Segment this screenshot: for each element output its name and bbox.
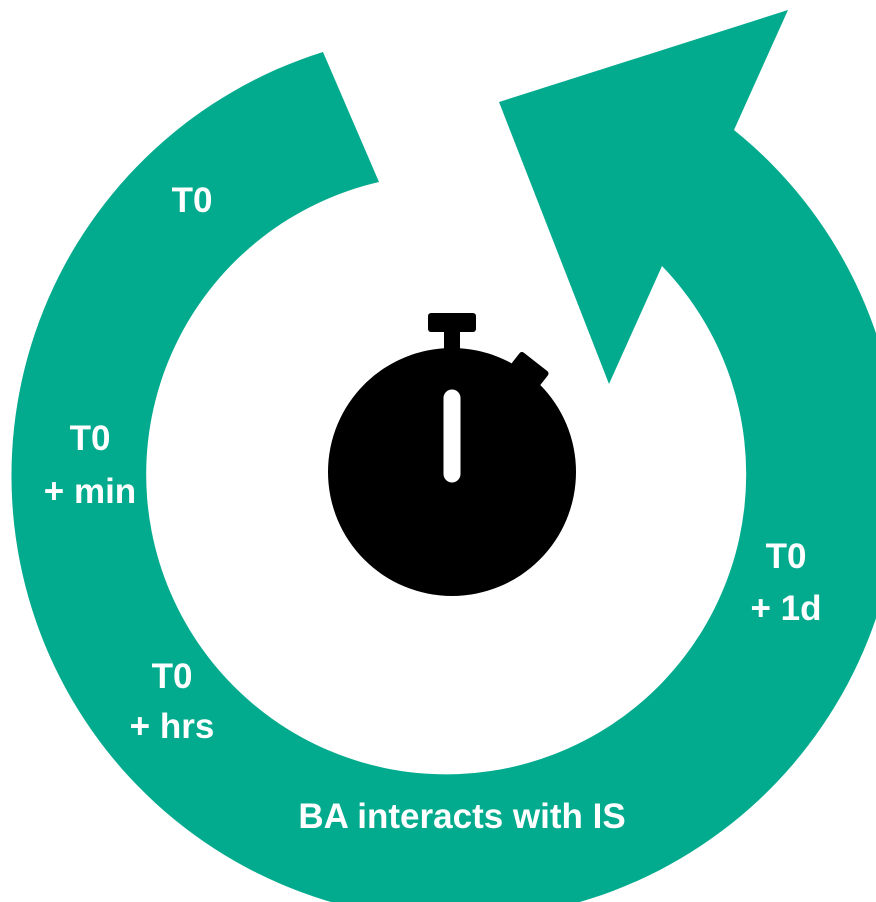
label-ba-interacts-with-is: BA interacts with IS (298, 797, 625, 836)
circular-arrow (11, 10, 876, 902)
stopwatch-side-button-icon (511, 352, 549, 386)
label-t0-1d-line2: + 1d (750, 589, 821, 628)
stopwatch-crown-icon (428, 313, 476, 332)
label-t0-hrs-line2: + hrs (130, 707, 215, 746)
label-t0-1d-line1: T0 (766, 537, 807, 576)
label-t0: T0 (172, 181, 213, 220)
stopwatch-icon (328, 313, 576, 596)
label-t0-hrs-line1: T0 (152, 657, 193, 696)
label-t0-min-line1: T0 (70, 419, 111, 458)
label-t0-min-line2: + min (44, 472, 136, 511)
